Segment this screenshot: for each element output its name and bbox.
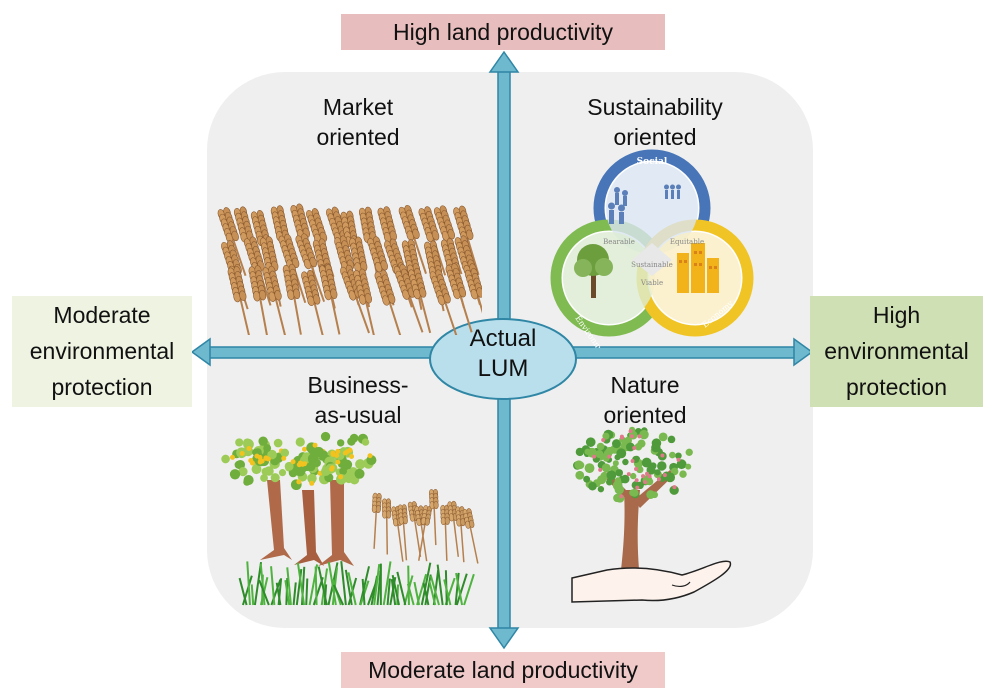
axis-label-top: High land productivity — [341, 14, 665, 50]
center-label: Actual LUM — [430, 324, 576, 384]
arrow-down-head — [488, 627, 520, 650]
axis-left-line-2: environmental — [29, 338, 175, 364]
axis-right-line-2: environmental — [824, 338, 969, 364]
center-line-2: LUM — [477, 355, 529, 382]
arrow-up-head — [488, 50, 520, 73]
quadrant-label-nature: Nature oriented — [555, 370, 735, 430]
tree-trunks — [260, 480, 354, 566]
axis-left-line-1: Moderate — [53, 302, 151, 328]
venn-sustainable-text: Sustainable — [631, 261, 673, 269]
axis-label-right: High environmental protection — [810, 296, 983, 407]
quadrant-label-business: Business- as-usual — [268, 370, 448, 430]
venn-social-text: Social — [637, 157, 668, 167]
quadrant-market-line-1: Market — [322, 94, 394, 120]
quadrant-sustainability-line-1: Sustainability — [587, 94, 723, 120]
quadrant-nature-line-2: oriented — [603, 402, 687, 428]
quadrant-label-market: Market oriented — [268, 92, 448, 152]
quadrant-sustainability-line-2: oriented — [613, 124, 697, 150]
axis-left-line-3: protection — [51, 374, 153, 400]
axis-label-left: Moderate environmental protection — [12, 296, 192, 407]
venn-bearable-text: Bearable — [603, 238, 635, 246]
quadrant-business-line-1: Business- — [307, 372, 409, 398]
venn-equitable-text: Equitable — [670, 238, 704, 246]
arrow-right-head — [793, 337, 814, 367]
sustainability-venn-icon: Social Environment Economy Bearable Equi… — [550, 149, 754, 348]
wheat-field-illustration — [217, 203, 482, 335]
center-line-1: Actual — [469, 325, 537, 352]
quadrant-market-line-2: oriented — [316, 124, 400, 150]
quadrant-business-line-2: as-usual — [314, 402, 402, 428]
axis-label-bottom: Moderate land productivity — [341, 652, 665, 688]
center-ellipse — [429, 318, 577, 400]
tree-canopies — [221, 431, 377, 491]
tree-in-hand-illustration — [571, 426, 732, 603]
arrow-left-head — [190, 337, 211, 367]
venn-viable-text: Viable — [640, 279, 663, 287]
grass — [238, 561, 475, 606]
agroforestry-illustration — [221, 431, 479, 606]
quadrant-nature-line-1: Nature — [610, 372, 680, 398]
quadrant-label-sustainability: Sustainability oriented — [555, 92, 755, 152]
axis-right-line-1: High — [872, 302, 921, 328]
small-wheat — [371, 488, 479, 564]
axis-right-line-3: protection — [845, 374, 947, 400]
